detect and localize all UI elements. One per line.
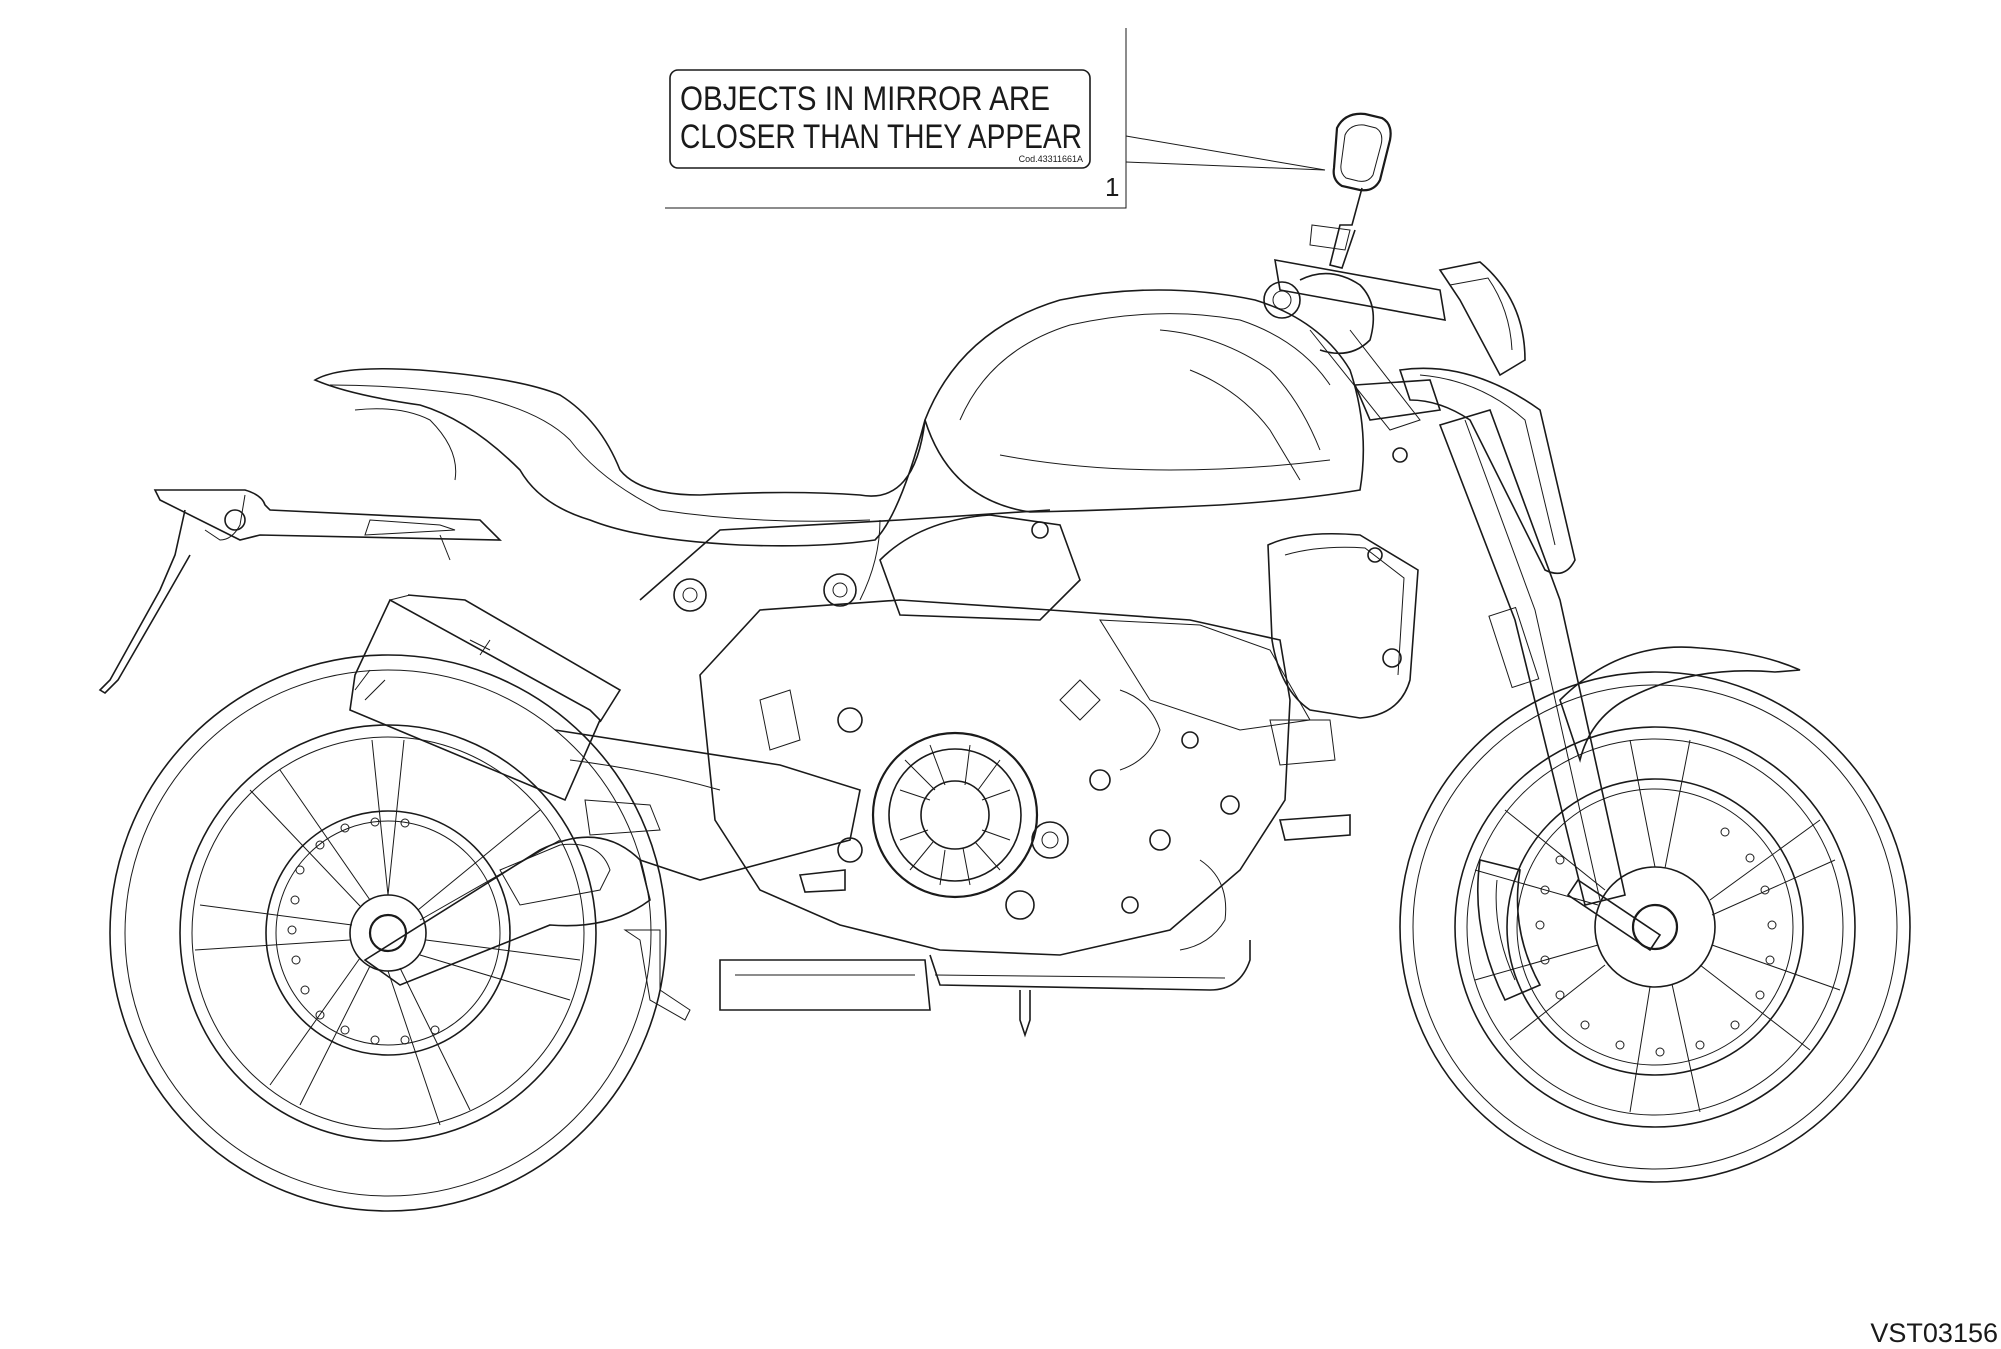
rear-spokes xyxy=(194,739,581,1126)
mirror-decal-label: OBJECTS IN MIRROR ARE CLOSER THAN THEY A… xyxy=(669,69,1091,169)
callout-leader: 1 xyxy=(665,28,1326,209)
exhaust-headers xyxy=(719,940,1251,1038)
front-disc-holes xyxy=(1535,827,1777,1057)
engine xyxy=(699,514,1336,956)
rear-disc-holes xyxy=(287,817,440,1045)
swing-arm xyxy=(363,729,861,986)
side-cover xyxy=(1267,533,1419,719)
decal-line-2: CLOSER THAN THEY APPEAR xyxy=(680,118,1082,156)
decal-code: Cod.43311661A xyxy=(1019,154,1083,164)
fuel-tank xyxy=(924,289,1365,513)
handlebar xyxy=(1263,259,1446,431)
side-stand xyxy=(623,929,691,1021)
front-fender xyxy=(1559,646,1801,763)
frame xyxy=(639,447,1408,612)
mirror xyxy=(1309,112,1392,269)
front-spokes xyxy=(1474,739,1841,1113)
motorcycle-line-drawing xyxy=(98,112,1911,1212)
drawing-id: VST03156 xyxy=(1870,1318,1998,1348)
seat xyxy=(313,367,926,547)
headlight xyxy=(1398,261,1576,575)
decal-line-1: OBJECTS IN MIRROR ARE xyxy=(680,80,1050,118)
front-fork xyxy=(1438,409,1662,952)
rear-wheel xyxy=(109,654,667,1212)
decal-border xyxy=(669,69,1091,169)
callout-number: 1 xyxy=(1105,172,1119,202)
exhaust-silencer xyxy=(349,594,622,802)
front-wheel xyxy=(1399,671,1911,1183)
tail-frame xyxy=(98,489,502,695)
footpegs xyxy=(798,814,1351,893)
